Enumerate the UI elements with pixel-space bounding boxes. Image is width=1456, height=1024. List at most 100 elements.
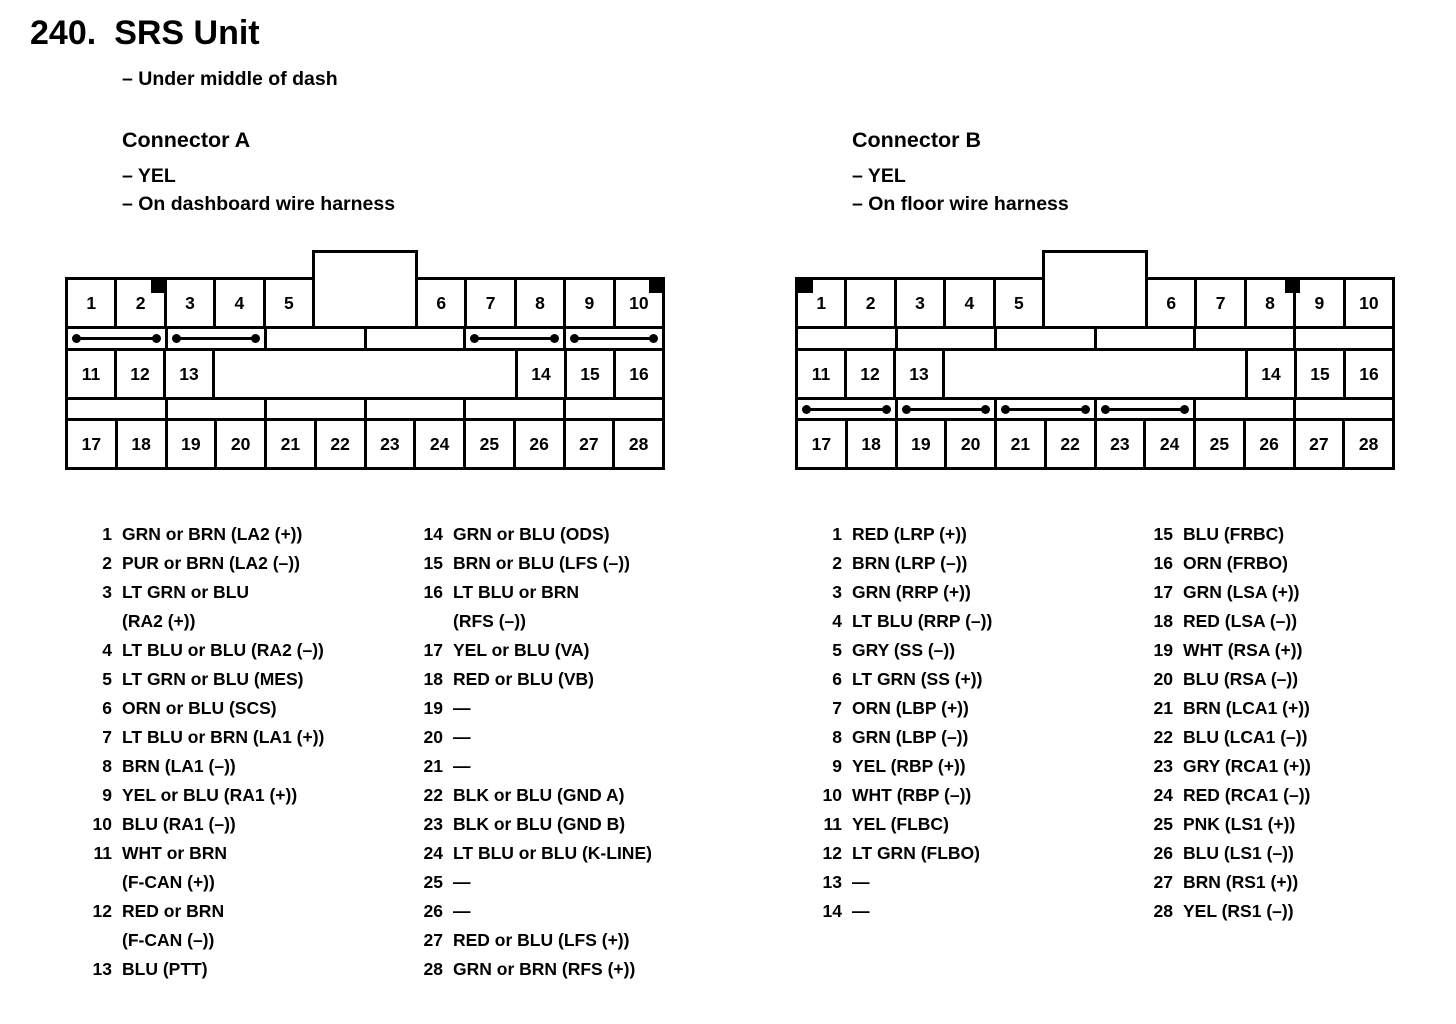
pin-number: 26 [423, 901, 443, 921]
pin-cavity-9: 9 [563, 280, 612, 326]
pin-number: 28 [423, 959, 443, 979]
pin-cavity-17: 17 [811, 433, 832, 454]
blank-segment [363, 400, 464, 418]
bar-wire [75, 337, 158, 340]
connector-color-note: – YEL [852, 165, 906, 187]
pin-cavity-17: 17 [81, 433, 102, 454]
pin-wire-label: PNK (LS1 (+)) [1183, 814, 1296, 834]
pin-wire-label: LT BLU or BLU (RA2 (–)) [122, 640, 324, 660]
pin-wire-label: GRN (LSA (+)) [1183, 582, 1300, 602]
blank-segment [264, 329, 364, 348]
section-name: SRS Unit [114, 14, 260, 52]
pin-row: 13 — [815, 868, 992, 897]
connector-color-note: – YEL [122, 165, 176, 187]
pin-wire-label: GRN or BRN (LA2 (+)) [122, 524, 303, 544]
pin-wire-label: — [852, 872, 870, 892]
pin-number: 14 [822, 901, 842, 921]
pin-number: 5 [832, 640, 842, 660]
pin-number: 20 [1153, 669, 1173, 689]
pin-cavity-28: 28 [612, 421, 662, 467]
blank-segment [1193, 400, 1293, 418]
pin-wire-label: ORN (FRBO) [1183, 553, 1288, 573]
pin-number: 4 [102, 640, 112, 660]
pin-number: 12 [92, 901, 112, 921]
connector-a-section: Connector A – YEL – On dashboard wire ha… [65, 128, 730, 1024]
pin-wire-label: RED or BLU (LFS (+)) [453, 930, 630, 950]
pin-number: 4 [832, 611, 842, 631]
pin-cavity-5: 5 [992, 280, 1042, 326]
pin-wire-label: RED (LSA (–)) [1183, 611, 1298, 631]
pin-wire-label: — [852, 901, 870, 921]
pin-number: 16 [423, 582, 443, 602]
pin-cavity-16: 16 [613, 351, 662, 397]
pin-cavity-19: 19 [164, 421, 215, 467]
pin-wire-label: GRY (SS (–)) [852, 640, 956, 660]
bar-wire [473, 337, 556, 340]
pin-wire-label: YEL or BLU (RA1 (+)) [122, 785, 298, 805]
blank-segment [994, 329, 1094, 348]
pin-cavity-22: 22 [313, 421, 364, 467]
pin-wire-label: YEL (RBP (+)) [852, 756, 966, 776]
connector-harness-note: – On dashboard wire harness [122, 193, 396, 215]
pin-number: 10 [822, 785, 842, 805]
pin-wire-label: LT GRN (SS (+)) [852, 669, 983, 689]
pin-wire-label: BRN (RS1 (+)) [1183, 872, 1299, 892]
pin-cavity-13: 13 [163, 351, 212, 397]
pin-cavity-23: 23 [1093, 421, 1144, 467]
keying-mark [798, 280, 813, 293]
pin-wire-label: ORN or BLU (SCS) [122, 698, 277, 718]
pin-cavity-6: 6 [1166, 292, 1177, 313]
blank-segment [894, 329, 995, 348]
pin-number: 6 [832, 669, 842, 689]
pin-cavity-4: 4 [213, 280, 262, 326]
blank-segment [363, 329, 464, 348]
blank-segment [562, 400, 663, 418]
pin-number: 13 [822, 872, 842, 892]
pin-wire-label: BLU (FRBC) [1183, 524, 1285, 544]
shorting-bar-segment [562, 329, 663, 348]
pin-number: 20 [423, 727, 443, 747]
pin-number: 3 [102, 582, 112, 602]
connector-harness-note: – On floor wire harness [852, 193, 1069, 215]
blank-segment [1292, 329, 1393, 348]
pin-wire-label: BRN (LCA1 (+)) [1183, 698, 1310, 718]
page-title: 240.SRS Unit [30, 14, 260, 53]
pin-cavity-20: 20 [944, 421, 994, 467]
bar-dot-right [151, 334, 161, 343]
pin-row: 21— [416, 752, 652, 781]
pin-wire-label: — [453, 756, 471, 776]
blank-segment [463, 400, 563, 418]
pin-row: 5 GRY (SS (–)) [815, 636, 992, 665]
terminal-strip [65, 326, 665, 351]
pin-cavity-13: 13 [893, 351, 942, 397]
pin-wire-label: WHT or BRN (F-CAN (+)) [122, 843, 227, 892]
pin-wire-label: RED or BRN (F-CAN (–)) [122, 901, 225, 950]
bar-dot-right [1080, 404, 1090, 414]
pin-wire-label: RED (LRP (+)) [852, 524, 967, 544]
pin-cavity-14: 14 [531, 363, 551, 384]
pin-number: 5 [102, 669, 112, 689]
polarizing-tab [1042, 250, 1148, 329]
pin-cavity-8: 8 [1243, 280, 1293, 326]
pin-number: 27 [1153, 872, 1173, 892]
pin-number: 24 [1153, 785, 1173, 805]
pin-cavity-2: 2 [114, 280, 163, 326]
